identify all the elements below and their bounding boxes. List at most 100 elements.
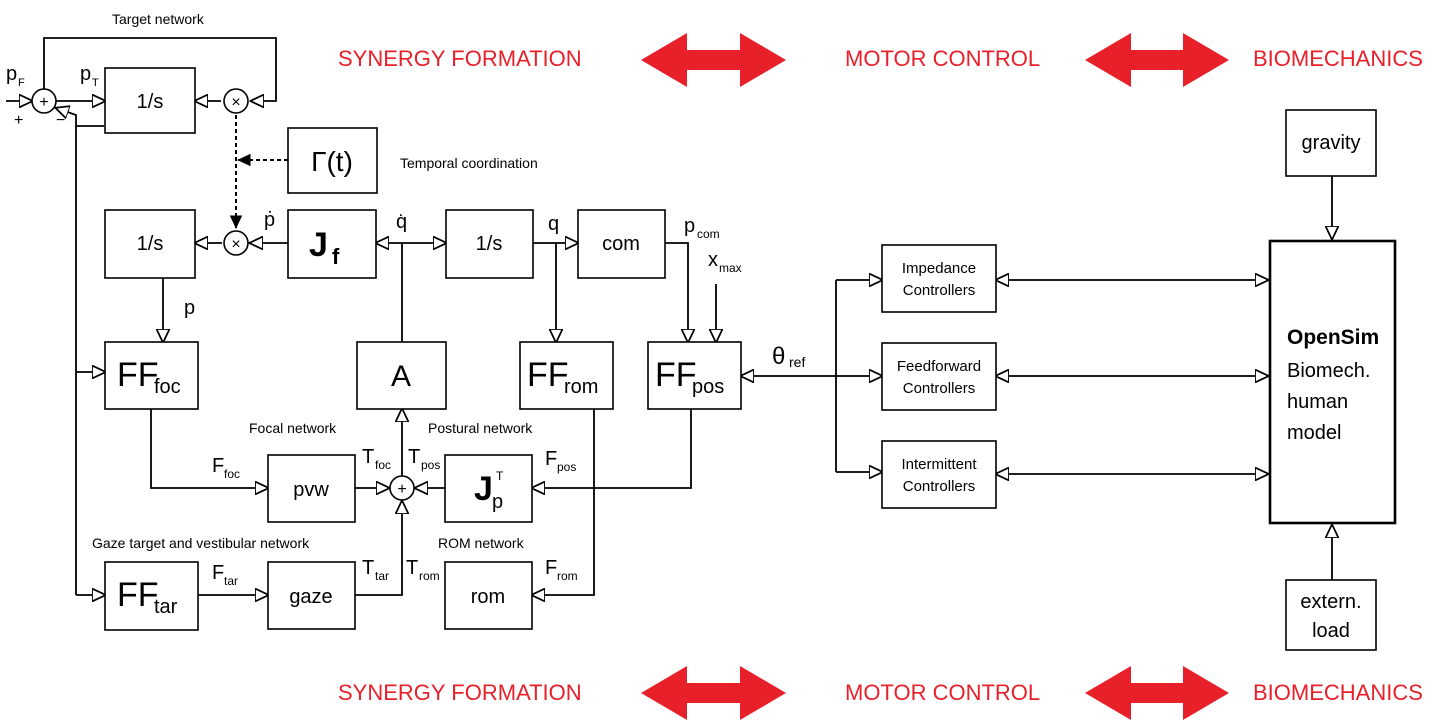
- gaze-block: [267, 561, 356, 630]
- signal-x-max: x: [708, 249, 718, 271]
- ff-label: FF: [655, 356, 697, 394]
- signal-p-dot: ṗ: [264, 209, 275, 231]
- gamma-label: Γ(t): [311, 146, 353, 177]
- target-network-label: Target network: [112, 11, 205, 27]
- opensim-title: OpenSim: [1287, 326, 1379, 349]
- extern-load-line1: extern.: [1300, 591, 1361, 613]
- ff-label: FF: [527, 356, 569, 394]
- opensim-line1: Biomech.: [1287, 360, 1370, 382]
- banner-motor-control: MOTOR CONTROL: [845, 680, 1040, 705]
- plus-sign: +: [14, 112, 23, 129]
- jf-label: J: [309, 226, 328, 264]
- signal-f-pos-sub: pos: [557, 460, 576, 474]
- gaze-label: gaze: [289, 586, 332, 608]
- integrator-label: 1/s: [137, 233, 164, 255]
- rom-network-label: ROM network: [438, 535, 525, 551]
- signal-t-tar: T: [362, 557, 374, 579]
- signal-p-sub: T: [92, 77, 99, 89]
- com-block: [577, 209, 666, 279]
- ff-tar-block: [104, 561, 199, 631]
- jf-subscript: f: [332, 244, 340, 269]
- feedforward-controllers-line1: Feedforward: [897, 358, 981, 375]
- impedance-controllers-line1: Impedance: [902, 260, 976, 277]
- signal-p-com: p: [684, 215, 695, 237]
- gravity-label: gravity: [1302, 132, 1361, 154]
- integrator-label: 1/s: [137, 91, 164, 113]
- signal-t-tar-sub: tar: [375, 569, 389, 583]
- plus-sign: +: [39, 94, 48, 111]
- signal-f-pos: F: [545, 448, 557, 470]
- multiply-junction: [223, 88, 249, 114]
- ff-rom-block: [519, 341, 614, 410]
- signal-lines: [6, 37, 1332, 595]
- banner-top: SYNERGY FORMATION MOTOR CONTROL BIOMECHA…: [338, 33, 1423, 87]
- ff-pos-subscript: pos: [692, 376, 724, 398]
- banner-biomechanics: BIOMECHANICS: [1253, 680, 1423, 705]
- integrator-block: [104, 209, 196, 279]
- signal-p: p: [80, 63, 91, 85]
- sum-junction: [31, 88, 57, 114]
- feedforward-controllers-line2: Controllers: [903, 380, 976, 397]
- a-block: [356, 341, 447, 410]
- times-sign: ×: [231, 236, 240, 253]
- jf-block: [287, 209, 377, 279]
- postural-network-label: Postural network: [428, 420, 533, 436]
- signal-f-foc: F: [212, 455, 224, 477]
- banner-synergy-formation: SYNERGY FORMATION: [338, 46, 582, 71]
- signal-p: p: [184, 297, 195, 319]
- sum-junction: [389, 475, 415, 501]
- signal-t-foc-sub: foc: [375, 458, 391, 472]
- signal-theta: θ: [772, 343, 785, 370]
- focal-network-label: Focal network: [249, 420, 337, 436]
- signal-q: q: [548, 213, 559, 235]
- banner-motor-control: MOTOR CONTROL: [845, 46, 1040, 71]
- ff-label: FF: [117, 576, 159, 614]
- ff-label: FF: [117, 356, 159, 394]
- intermittent-controllers-line2: Controllers: [903, 478, 976, 495]
- com-label: com: [602, 233, 640, 255]
- signal-theta-sub: ref: [789, 354, 805, 370]
- rom-block: [444, 561, 533, 630]
- signal-f-foc-sub: foc: [224, 467, 240, 481]
- gravity-block: [1285, 109, 1377, 177]
- signal-f-tar: F: [212, 562, 224, 584]
- double-arrow-icon: [641, 33, 786, 87]
- banner-biomechanics: BIOMECHANICS: [1253, 46, 1423, 71]
- signal-p-com-sub: com: [697, 227, 720, 241]
- intermittent-controllers-line1: Intermittent: [901, 456, 977, 473]
- signal-f-tar-sub: tar: [224, 574, 238, 588]
- plus-sign: +: [397, 481, 406, 498]
- opensim-line3: model: [1287, 422, 1341, 444]
- extern-load-block: [1285, 579, 1377, 651]
- jp-block: [444, 454, 533, 523]
- integrator-label: 1/s: [476, 233, 503, 255]
- signal-t-pos: T: [408, 446, 420, 468]
- signal-f-rom-sub: rom: [557, 569, 578, 583]
- signal-p: p: [6, 63, 17, 85]
- banner-bottom: SYNERGY FORMATION MOTOR CONTROL BIOMECHA…: [338, 666, 1423, 720]
- rom-label: rom: [471, 586, 505, 608]
- signal-p-sub: F: [18, 77, 25, 89]
- ff-foc-block: [104, 341, 199, 410]
- pvw-label: pvw: [293, 479, 329, 501]
- banner-synergy-formation: SYNERGY FORMATION: [338, 680, 582, 705]
- impedance-controllers-line2: Controllers: [903, 282, 976, 299]
- integrator-block: [104, 67, 196, 134]
- signal-q-dot: q̇: [396, 211, 407, 233]
- intermittent-controllers-block: [881, 440, 997, 509]
- jp-label: J: [474, 470, 493, 508]
- impedance-controllers-block: [881, 244, 997, 313]
- ff-rom-subscript: rom: [564, 376, 598, 398]
- minus-sign: −: [56, 112, 65, 129]
- signal-t-rom-sub: rom: [419, 569, 440, 583]
- pvw-block: [267, 454, 356, 523]
- signal-t-rom: T: [406, 557, 418, 579]
- integrator-block: [445, 209, 534, 279]
- a-label: A: [391, 360, 411, 393]
- times-sign: ×: [231, 94, 240, 111]
- double-arrow-icon: [1085, 666, 1229, 720]
- jp-superscript: T: [496, 469, 504, 483]
- temporal-coordination-label: Temporal coordination: [400, 155, 538, 171]
- feedforward-controllers-block: [881, 342, 997, 411]
